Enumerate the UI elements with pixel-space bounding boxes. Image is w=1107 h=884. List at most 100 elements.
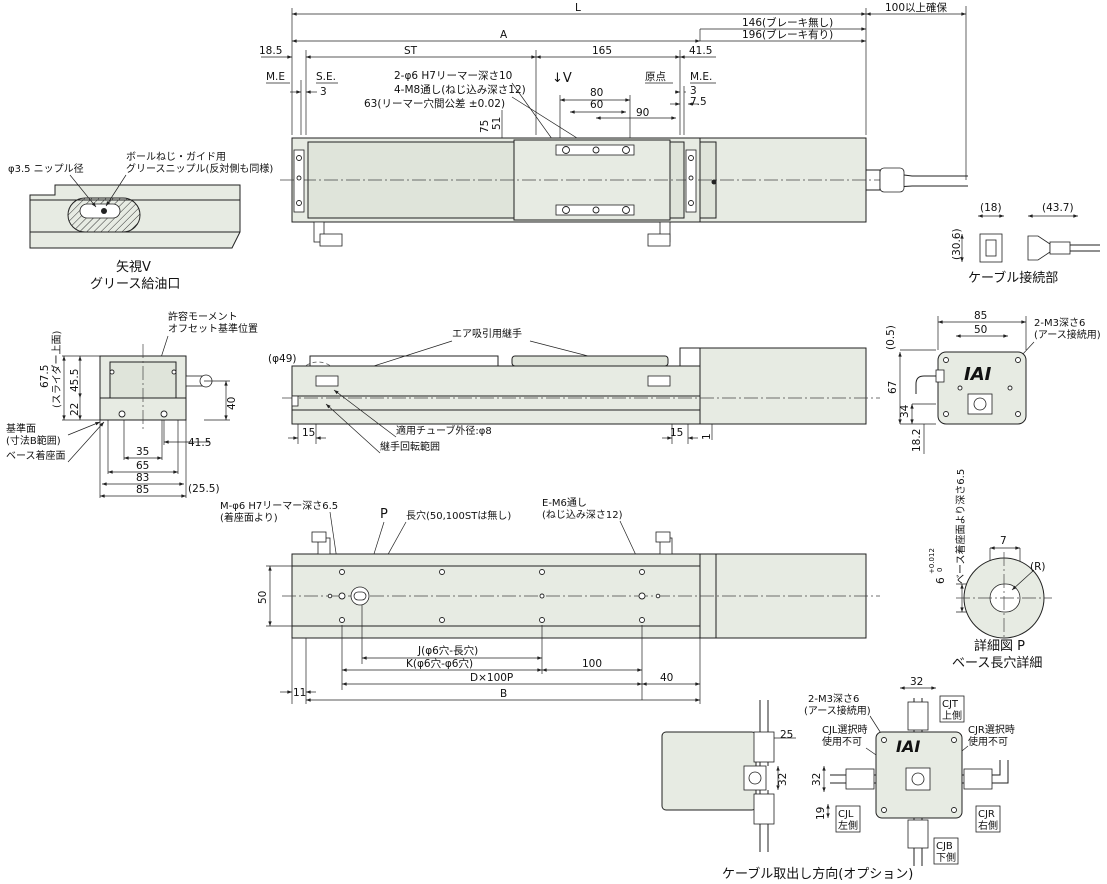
title-detail-p: 詳細図 P xyxy=(974,638,1025,654)
dim-51: 51 xyxy=(491,117,503,130)
label-cjt1: CJT xyxy=(942,699,959,710)
bottom-view: M-φ6 H7リーマー深さ6.5 (着座面より) P 長穴(50,100STは無… xyxy=(220,497,880,704)
dim-22: 22 xyxy=(69,403,81,416)
dim-43-7: (43.7) xyxy=(1042,202,1074,214)
label-moment1: 許容モーメント xyxy=(168,310,238,323)
dim-7: 7 xyxy=(1000,535,1007,547)
label-earth-tap1: 2-M3深さ6 xyxy=(1034,317,1085,329)
dim-J: J(φ6穴-長穴) xyxy=(417,644,478,657)
dim-DxP: D×100P xyxy=(470,672,513,684)
label-origin: 原点 xyxy=(645,71,666,83)
motor-end-view: 85 50 2-M3深さ6 (アース接続用) (0.5) 67 34 18.2 … xyxy=(885,310,1101,454)
iai-logo: IAI xyxy=(964,364,992,385)
label-tap1: E-M6通し xyxy=(542,497,587,509)
dim-41-5-end: 41.5 xyxy=(188,437,211,449)
dim-3-left: 3 xyxy=(320,86,327,98)
dim-K: K(φ6穴-φ6穴) xyxy=(406,657,473,670)
dim-tol-lower: 0 xyxy=(936,568,944,572)
label-nipple-dia: φ3.5 ニップル径 xyxy=(8,162,84,175)
iai-logo-cable: IAI xyxy=(896,737,920,756)
dim-19: 19 xyxy=(815,807,827,820)
label-ream2: (着座面より) xyxy=(220,511,278,524)
note-ream: 2-φ6 H7リーマー深さ10 xyxy=(394,70,512,82)
label-cjr1: CJR xyxy=(978,809,995,820)
title-view-v: 矢視V xyxy=(116,260,151,275)
note-pitch: 63(リーマー穴間公差 ±0.02) xyxy=(364,97,505,110)
dim-45-5: 45.5 xyxy=(69,369,81,392)
label-slider-top: (スライダー上面) xyxy=(50,330,63,408)
cable-detail: (18) (43.7) (30.6) ケーブル接続部 xyxy=(951,202,1100,286)
title-slot-detail: ベース長穴詳細 xyxy=(952,655,1042,671)
title-cable-options: ケーブル取出し方向(オプション) xyxy=(722,866,913,882)
label-depth-note: ベース着座面より深さ6.5 xyxy=(954,469,967,584)
dim-0-5: (0.5) xyxy=(885,325,897,350)
view-v-marker: ↓V xyxy=(552,71,572,86)
label-nipple-note2: グリースニップル(反対側も同様) xyxy=(126,162,273,175)
dim-60: 60 xyxy=(590,99,603,111)
dim-15-left: 15 xyxy=(302,427,315,439)
title-cable-connect: ケーブル接続部 xyxy=(968,270,1058,286)
dim-ST: ST xyxy=(404,45,418,57)
dim-40-bottom: 40 xyxy=(660,672,673,684)
detail-p: ベース着座面より深さ6.5 6 +0.012 0 7 (R) 詳細図 P ベース… xyxy=(928,469,1052,671)
dim-phi49: (φ49) xyxy=(268,353,296,365)
label-p: P xyxy=(380,507,388,522)
dim-50-motor: 50 xyxy=(974,324,987,336)
dim-11: 11 xyxy=(293,687,306,699)
label-cjr-note1: CJR選択時 xyxy=(968,723,1015,736)
note-tap: 4-M8通し(ねじ込み深さ12) xyxy=(394,84,526,96)
label-earth-tap2: (アース接続用) xyxy=(1034,328,1101,341)
dim-clearance: 100以上確保 xyxy=(885,1,948,14)
label-tube-od: 適用チューブ外径:φ8 xyxy=(396,424,492,437)
dim-80: 80 xyxy=(590,87,603,99)
label-cjt2: 上側 xyxy=(942,709,962,722)
label-cjl-note2: 使用不可 xyxy=(822,735,862,748)
dim-15-right: 15 xyxy=(670,427,683,439)
dim-65: 65 xyxy=(136,460,149,472)
dim-75: 75 xyxy=(479,120,491,133)
cable-options: 2-M3深さ6 (アース接続用) 32 CJT 上側 CJL選択時 使用不可 C… xyxy=(661,676,1015,882)
label-ref-face: 基準面 xyxy=(6,422,36,435)
dim-100: 100 xyxy=(582,658,602,670)
dim-85: 85 xyxy=(136,484,149,496)
label-cjl-note1: CJL選択時 xyxy=(822,723,868,736)
dim-1: 1 xyxy=(701,433,713,440)
dim-50-bottom: 50 xyxy=(257,591,269,604)
grease-view: φ3.5 ニップル径 ボールねじ・ガイド用 グリースニップル(反対側も同様) 矢… xyxy=(8,151,273,292)
dim-85-motor: 85 xyxy=(974,310,987,322)
label-nipple-note1: ボールねじ・ガイド用 xyxy=(126,151,226,163)
dim-18: (18) xyxy=(980,202,1002,214)
dim-165: 165 xyxy=(592,45,612,57)
label-ream1: M-φ6 H7リーマー深さ6.5 xyxy=(220,500,338,512)
dim-34: 34 xyxy=(899,404,911,418)
dim-32-b: 32 xyxy=(811,773,823,786)
top-view: L 100以上確保 146(ブレーキ無し) 196(ブレーキ有り) A 18.5… xyxy=(259,1,968,247)
label-air-fitting: エア吸引用継手 xyxy=(452,327,522,340)
dim-32-top: 32 xyxy=(910,676,923,688)
label-se: S.E. xyxy=(316,71,336,83)
title-grease-port: グリース給油口 xyxy=(90,277,180,292)
label-moment2: オフセット基準位置 xyxy=(168,322,258,335)
dim-B: B xyxy=(500,688,507,700)
label-cjb1: CJB xyxy=(936,841,953,852)
label-cjl2: 左側 xyxy=(838,819,858,832)
label-slot: 長穴(50,100STは無し) xyxy=(406,509,511,522)
label-cjr-note2: 使用不可 xyxy=(968,735,1008,748)
label-cable-earth1: 2-M3深さ6 xyxy=(808,693,859,705)
dim-83: 83 xyxy=(136,472,149,484)
label-cjr2: 右側 xyxy=(978,819,998,832)
dim-18-5: 18.5 xyxy=(259,45,282,57)
dim-25-5: (25.5) xyxy=(188,483,220,495)
dim-brake-with: 196(ブレーキ有り) xyxy=(742,28,833,41)
dim-L: L xyxy=(575,2,581,14)
label-r: (R) xyxy=(1030,561,1046,573)
dim-18-2: 18.2 xyxy=(911,429,923,452)
dim-tol-upper: +0.012 xyxy=(928,548,936,574)
label-ref-range: (寸法B範囲) xyxy=(6,434,61,447)
dim-32-a: 32 xyxy=(777,773,789,786)
dim-25: 25 xyxy=(780,729,793,741)
side-view: エア吸引用継手 (φ49) 15 適用チューブ外径:φ8 継手回転範囲 15 1 xyxy=(268,327,880,454)
dim-67-5: 67.5 xyxy=(39,365,51,388)
dim-41-5: 41.5 xyxy=(689,45,712,57)
